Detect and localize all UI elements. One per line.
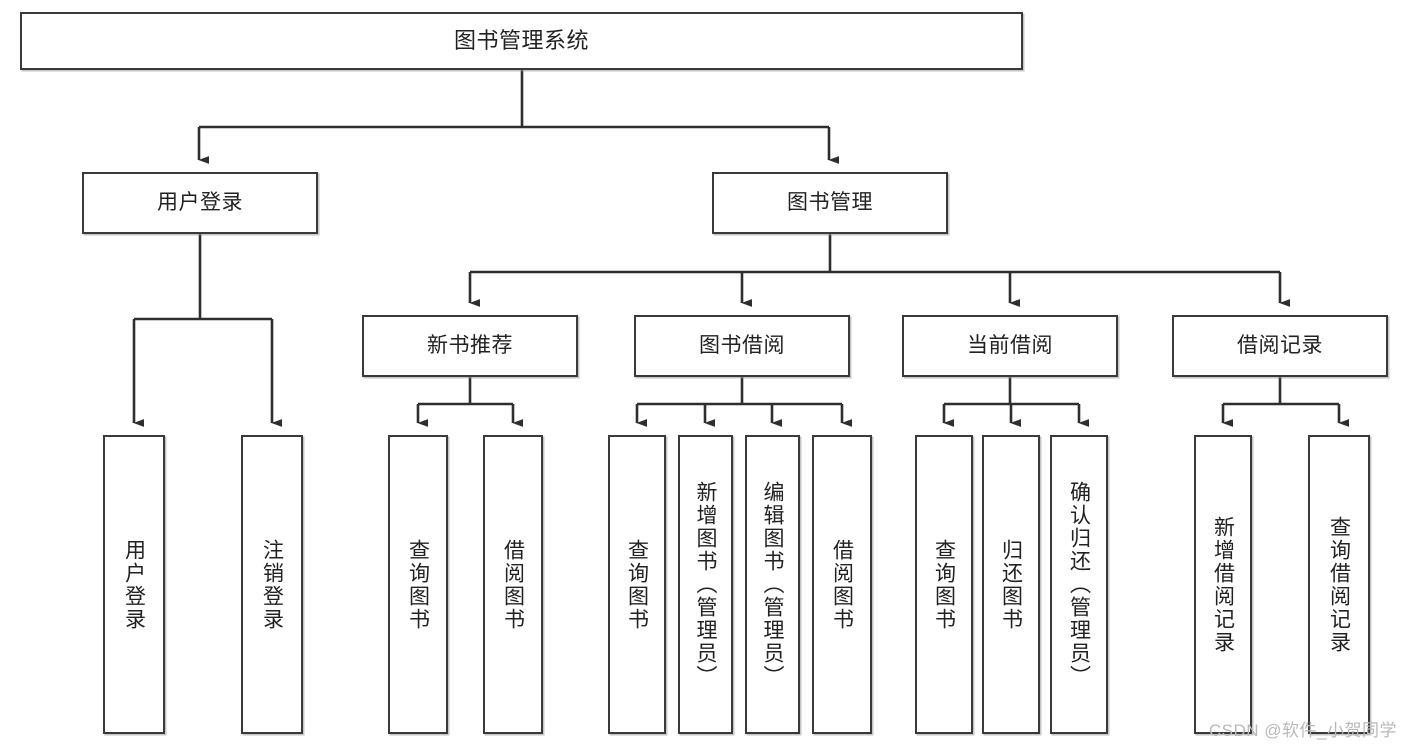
node-user-login[interactable]: 用户登录 [82,172,318,234]
node-leaf-add-book-label: 新增图书（管理员） [694,481,717,688]
node-new-book-recommend[interactable]: 新书推荐 [362,315,578,377]
node-book-management-label: 图书管理 [787,190,873,214]
node-leaf-query-book-rec-label: 查询图书 [406,538,430,631]
node-leaf-add-record[interactable]: 新增借阅记录 [1194,435,1252,734]
node-leaf-query-record[interactable]: 查询借阅记录 [1308,435,1370,734]
node-leaf-confirm-return-label: 确认归还（管理员） [1067,481,1091,688]
node-book-borrow-label: 图书借阅 [699,333,785,357]
node-book-management[interactable]: 图书管理 [712,172,948,234]
node-current-borrow-label: 当前借阅 [967,333,1053,357]
node-leaf-query-book-borrow-label: 查询图书 [625,538,649,631]
node-leaf-edit-book[interactable]: 编辑图书（管理员） [745,435,800,734]
node-borrow-record-label: 借阅记录 [1237,333,1323,357]
node-leaf-logout[interactable]: 注销登录 [241,435,303,734]
node-leaf-confirm-return[interactable]: 确认归还（管理员） [1050,435,1108,734]
node-borrow-record[interactable]: 借阅记录 [1172,315,1388,377]
node-book-borrow[interactable]: 图书借阅 [634,315,850,377]
node-root-label: 图书管理系统 [453,28,589,54]
node-leaf-logout-label: 注销登录 [260,538,284,631]
node-new-book-recommend-label: 新书推荐 [427,333,513,357]
node-leaf-edit-book-label: 编辑图书（管理员） [761,481,784,688]
node-leaf-borrow-book-rec[interactable]: 借阅图书 [483,435,543,734]
node-leaf-return-book[interactable]: 归还图书 [982,435,1040,734]
node-leaf-query-record-label: 查询借阅记录 [1327,515,1351,654]
node-leaf-query-book-borrow[interactable]: 查询图书 [608,435,666,734]
node-leaf-user-login[interactable]: 用户登录 [103,435,165,734]
node-current-borrow[interactable]: 当前借阅 [902,315,1118,377]
node-leaf-borrow-book-label: 借阅图书 [830,538,854,631]
node-leaf-query-book-cur[interactable]: 查询图书 [915,435,973,734]
node-leaf-add-book[interactable]: 新增图书（管理员） [678,435,733,734]
node-leaf-query-book-cur-label: 查询图书 [932,538,956,631]
node-leaf-borrow-book-rec-label: 借阅图书 [501,538,525,631]
node-leaf-borrow-book[interactable]: 借阅图书 [812,435,872,734]
node-user-login-label: 用户登录 [157,190,243,214]
node-leaf-user-login-label: 用户登录 [122,538,146,631]
node-leaf-add-record-label: 新增借阅记录 [1211,515,1235,654]
csdn-watermark: CSDN @软件_小贺同学 [1208,721,1397,740]
node-root[interactable]: 图书管理系统 [20,12,1023,70]
node-leaf-query-book-rec[interactable]: 查询图书 [388,435,448,734]
node-leaf-return-book-label: 归还图书 [999,538,1023,631]
